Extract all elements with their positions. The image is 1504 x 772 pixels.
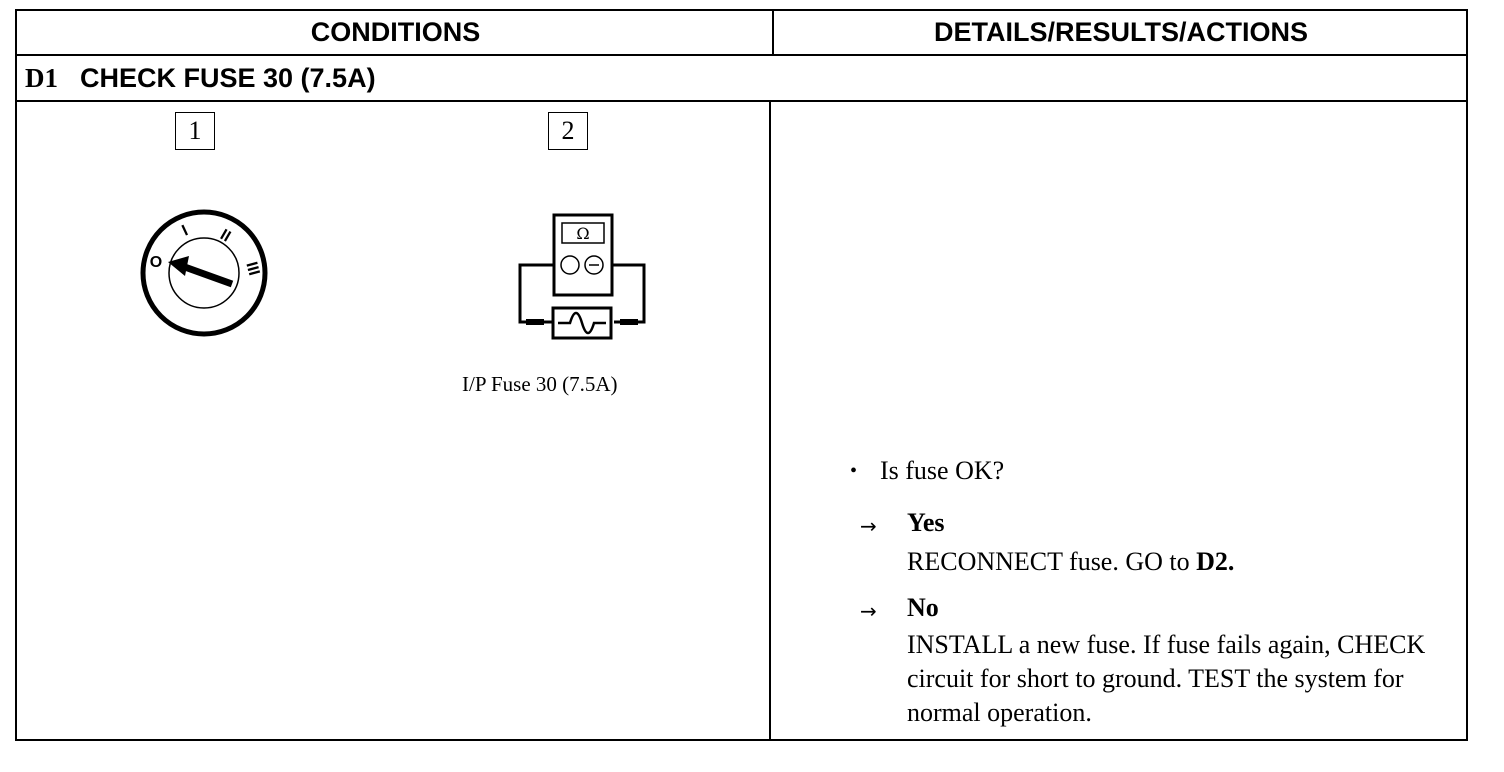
ignition-pos-1: I (179, 222, 190, 239)
no-arrow-icon: → (860, 599, 877, 623)
yes-action: RECONNECT fuse. GO to D2. (907, 545, 1447, 579)
step-title-row: D1 CHECK FUSE 30 (7.5A) (25, 56, 376, 101)
ignition-pos-3: III (242, 260, 262, 277)
ignition-pos-0: O (150, 254, 162, 271)
question-label: Is fuse OK? (880, 456, 1005, 485)
fuse-caption: I/P Fuse 30 (7.5A) (462, 372, 618, 396)
ohm-symbol: Ω (576, 224, 589, 243)
diagnostic-table: CONDITIONS DETAILS/RESULTS/ACTIONS D1 CHE… (15, 9, 1468, 741)
no-label: No (907, 593, 939, 622)
header-rule (17, 54, 1466, 56)
step-rule (17, 100, 1466, 102)
ohmmeter-fuse-icon: Ω (518, 213, 646, 340)
yes-label: Yes (907, 508, 945, 537)
step-1-box: 1 (175, 112, 215, 150)
yes-action-text: RECONNECT fuse. GO to (907, 547, 1197, 576)
step-2-box: 2 (548, 112, 588, 150)
step-number: D1 (25, 63, 58, 93)
yes-target-step: D2. (1196, 547, 1235, 576)
ignition-switch-icon: O I II III (140, 209, 268, 337)
details-header: DETAILS/RESULTS/ACTIONS (933, 17, 1308, 47)
step-title: CHECK FUSE 30 (7.5A) (80, 63, 376, 93)
no-action: INSTALL a new fuse. If fuse fails again,… (907, 630, 1426, 727)
conditions-header: CONDITIONS (310, 17, 481, 47)
yes-arrow-icon: → (860, 514, 877, 538)
column-divider (769, 102, 771, 741)
header-divider (772, 11, 774, 54)
question-text: • Is fuse OK? (850, 456, 1004, 486)
bullet-icon: • (850, 460, 858, 482)
